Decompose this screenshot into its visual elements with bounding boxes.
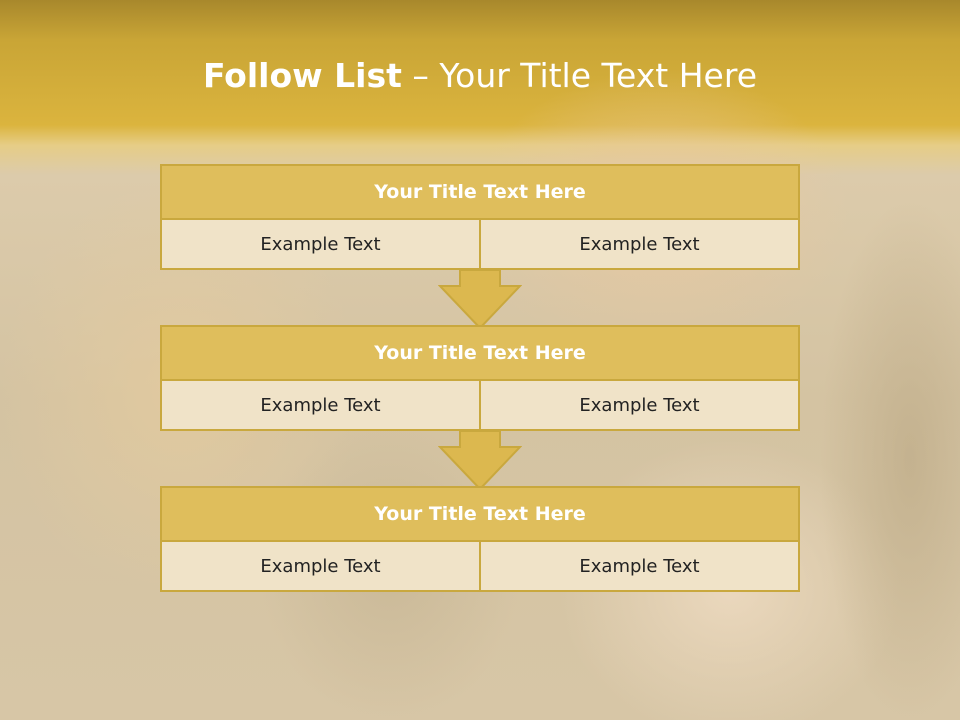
slide-title: Follow List – Your Title Text Here bbox=[0, 56, 960, 95]
step-row: Example Text Example Text bbox=[160, 381, 800, 431]
step-block-2: Your Title Text Here Example Text Exampl… bbox=[160, 325, 800, 431]
step-heading: Your Title Text Here bbox=[160, 164, 800, 220]
step-row: Example Text Example Text bbox=[160, 542, 800, 592]
title-strong: Follow List bbox=[202, 56, 402, 95]
step-block-1: Your Title Text Here Example Text Exampl… bbox=[160, 164, 800, 270]
step-cell-left: Example Text bbox=[162, 220, 479, 268]
step-heading: Your Title Text Here bbox=[160, 325, 800, 381]
down-arrow-icon bbox=[438, 431, 522, 491]
step-cell-right: Example Text bbox=[479, 220, 798, 268]
down-arrow-icon bbox=[438, 270, 522, 330]
title-separator: – bbox=[401, 56, 440, 95]
step-cell-left: Example Text bbox=[162, 542, 479, 590]
title-rest: Your Title Text Here bbox=[439, 56, 758, 95]
step-row: Example Text Example Text bbox=[160, 220, 800, 270]
step-cell-right: Example Text bbox=[479, 542, 798, 590]
step-cell-left: Example Text bbox=[162, 381, 479, 429]
step-heading: Your Title Text Here bbox=[160, 486, 800, 542]
step-block-3: Your Title Text Here Example Text Exampl… bbox=[160, 486, 800, 592]
step-cell-right: Example Text bbox=[479, 381, 798, 429]
title-bar: Follow List – Your Title Text Here bbox=[0, 0, 960, 150]
